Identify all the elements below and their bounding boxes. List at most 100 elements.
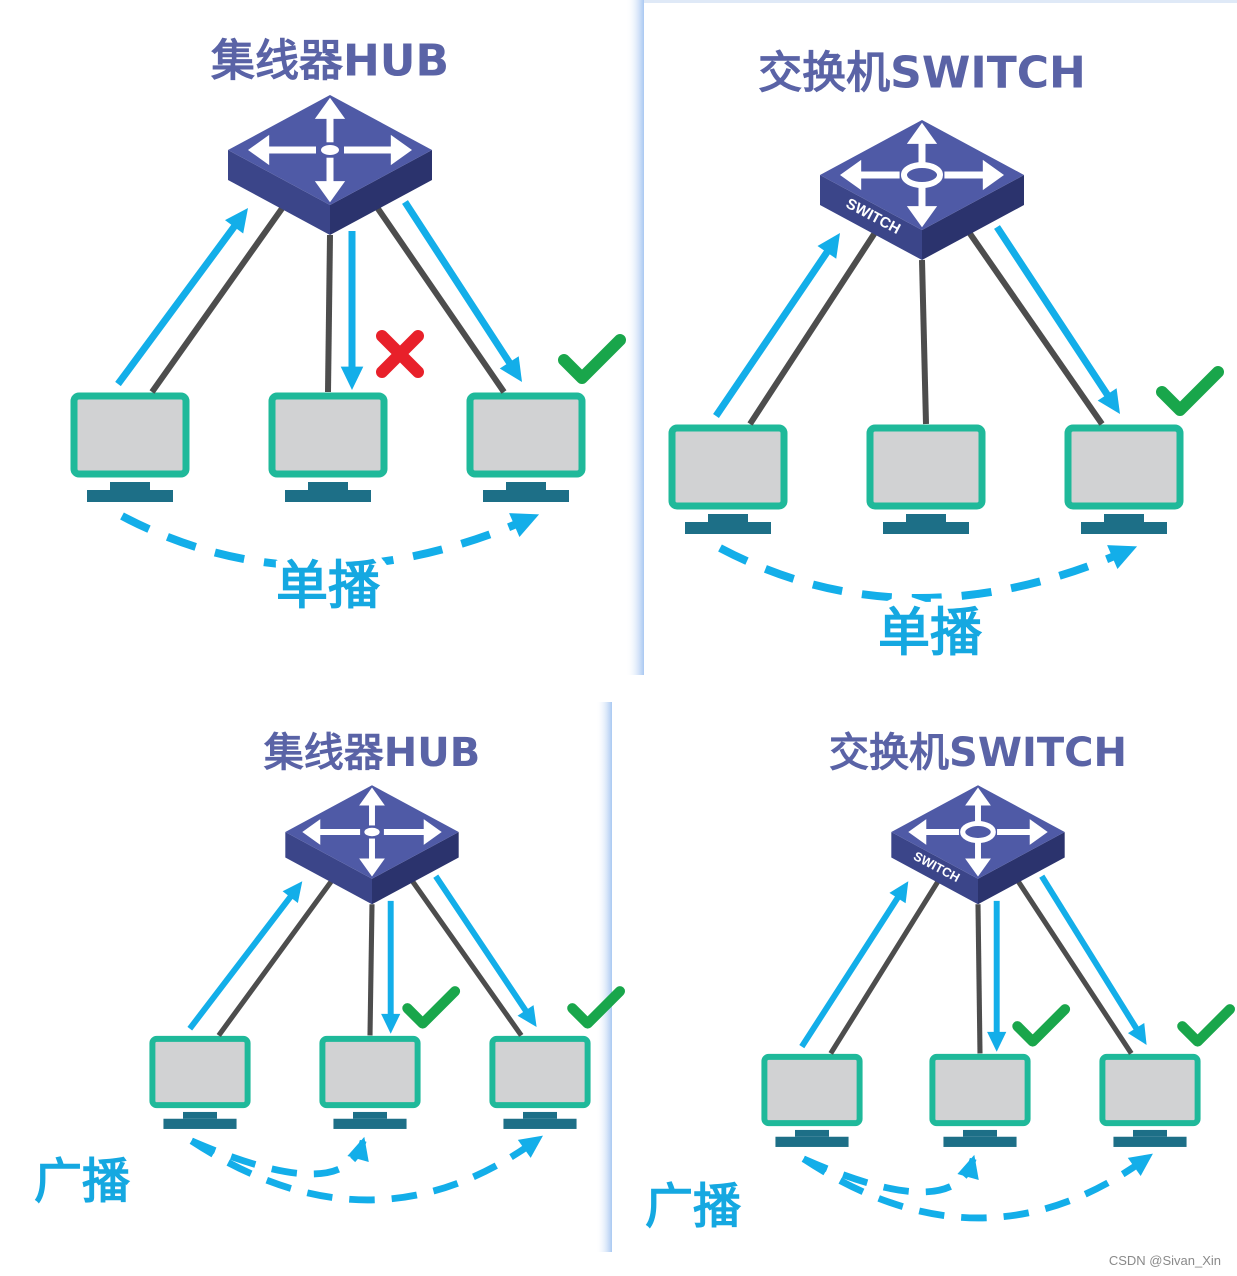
device-right-face — [922, 175, 1024, 260]
monitor-screen — [466, 392, 586, 478]
monitor-stand — [963, 1129, 997, 1137]
upload-arrow-head — [224, 208, 248, 234]
computer-icon — [268, 392, 388, 502]
broadcast-path — [189, 1138, 536, 1204]
download-arrow — [994, 225, 1114, 401]
broadcast-path-head — [957, 1154, 979, 1180]
switch-device-icon: SWITCH — [820, 120, 1024, 260]
monitor-stand — [506, 482, 546, 490]
monitor-stand — [795, 1129, 829, 1137]
cable — [369, 198, 507, 394]
panel-title: 交换机SWITCH — [829, 730, 1127, 776]
cross-stroke — [376, 330, 424, 378]
unicast-path — [718, 544, 1126, 602]
unicast-path-head — [1107, 545, 1138, 570]
device-arrowhead — [359, 787, 385, 806]
device-arrowhead — [359, 858, 385, 877]
device-arrowhead — [314, 181, 346, 203]
mode-label: 广播 — [34, 1153, 131, 1209]
broadcast-path-head — [1127, 1153, 1153, 1176]
unicast-path-head — [509, 513, 540, 538]
device-left-face — [820, 175, 922, 260]
broadcast-path — [190, 1137, 367, 1178]
hub-device-icon — [228, 95, 432, 235]
cable — [1011, 873, 1134, 1055]
computer-icon — [1099, 1053, 1201, 1147]
monitor-base — [943, 1136, 1017, 1147]
watermark: CSDN @Sivan_Xin — [1108, 1253, 1221, 1268]
panel-4: 交换机SWITCH SWITCH 广播 — [638, 730, 1236, 1241]
device-right-face — [372, 832, 459, 905]
cable — [149, 198, 291, 394]
monitor-stand — [308, 482, 348, 490]
broadcast-path — [802, 1155, 977, 1196]
unicast-path — [120, 512, 528, 570]
cable — [961, 223, 1105, 426]
cable — [405, 873, 524, 1037]
monitor-base — [87, 490, 173, 502]
monitor-base — [1113, 1136, 1187, 1147]
device-arrowhead — [423, 819, 442, 845]
cable — [975, 904, 983, 1054]
cable — [367, 904, 375, 1036]
monitor-stand — [183, 1111, 217, 1119]
broadcast-path — [801, 1156, 1146, 1222]
device-left-face — [228, 150, 330, 235]
device-top-face — [891, 785, 1065, 879]
panel-border-top-right — [626, 0, 644, 675]
download-arrow — [433, 874, 531, 1016]
download-arrow — [1039, 874, 1142, 1034]
monitor-screen — [1099, 1053, 1201, 1127]
mode-label: 广播 — [645, 1178, 742, 1234]
check-icon — [1012, 1004, 1071, 1047]
monitor-stand — [1104, 514, 1144, 522]
upload-arrow — [187, 891, 296, 1031]
device-arrowhead — [390, 134, 412, 166]
monitor-stand — [906, 514, 946, 522]
device-center-dot — [321, 145, 339, 155]
device-arrowhead — [840, 159, 862, 191]
monitor-screen — [668, 424, 788, 510]
download-arrow-head — [499, 356, 522, 382]
cable — [325, 234, 333, 393]
monitor-screen — [70, 392, 190, 478]
download-arrow — [402, 200, 516, 369]
download-arrow-head — [517, 1005, 537, 1027]
download-arrow-head — [381, 1013, 401, 1034]
monitor-base — [333, 1118, 407, 1129]
cable — [216, 872, 339, 1037]
device-arrowhead — [302, 819, 321, 845]
computer-icon — [149, 1035, 251, 1129]
switch-device-icon: SWITCH — [891, 785, 1065, 905]
upload-arrow-head — [817, 233, 840, 259]
hub-device-icon — [285, 785, 459, 905]
check-icon — [1156, 366, 1224, 416]
monitor-base — [285, 490, 371, 502]
upload-arrow — [115, 220, 241, 387]
check-icon — [567, 986, 626, 1029]
device-arrowhead — [965, 787, 991, 806]
device-arrowhead — [906, 206, 938, 228]
mode-label: 单播 — [276, 557, 381, 617]
monitor-base — [483, 490, 569, 502]
device-arrowhead — [1029, 819, 1048, 845]
computer-icon — [1064, 424, 1184, 534]
check-icon — [1177, 1004, 1236, 1047]
device-arrowhead — [982, 159, 1004, 191]
device-arrowhead — [314, 97, 346, 119]
monitor-stand — [1133, 1129, 1167, 1137]
check-icon — [402, 986, 461, 1029]
computer-icon — [319, 1035, 421, 1129]
download-arrow-head — [987, 1031, 1007, 1052]
upload-arrow — [799, 892, 903, 1049]
device-center-ring — [901, 162, 943, 188]
device-center-dot — [364, 827, 380, 837]
panel-border-top-right-top — [644, 0, 1237, 3]
monitor-stand — [353, 1111, 387, 1119]
computer-icon — [70, 392, 190, 502]
monitor-base — [883, 522, 969, 534]
monitor-screen — [929, 1053, 1031, 1127]
